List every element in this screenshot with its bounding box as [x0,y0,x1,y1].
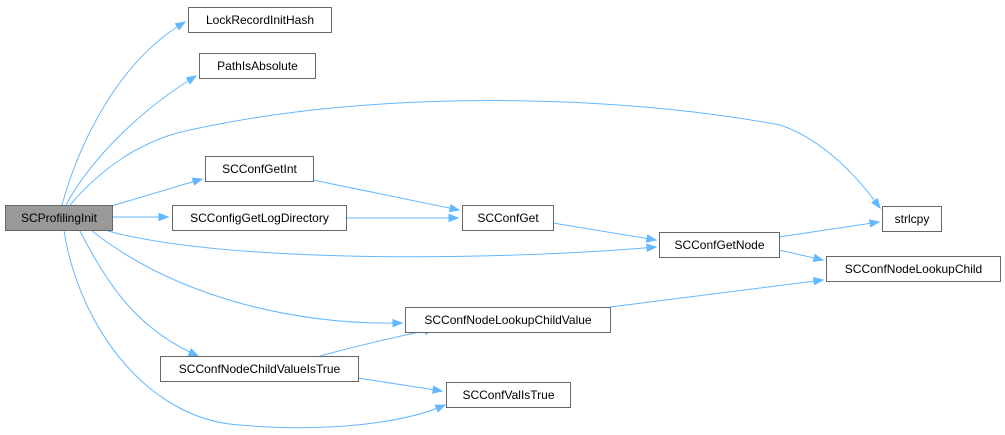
edge-root-cgi [107,178,203,208]
edge-cncvit-cnlcv [319,328,435,357]
node-label: PathIsAbsolute [217,59,298,73]
call-nodes: SCProfilingInit LockRecordInitHashPathIsA… [5,7,1001,408]
arrowhead-root-strlcpy [870,197,881,210]
node-label: LockRecordInitHash [206,13,314,27]
arrowhead-root-lrih [174,21,187,31]
node-cncvit[interactable]: SCConfNodeChildValueIsTrue [160,356,359,382]
node-cvit[interactable]: SCConfValIsTrue [446,382,571,408]
call-edges [61,21,881,429]
node-lrih[interactable]: LockRecordInitHash [188,7,332,33]
edge-cnlcv-cnlc [609,279,824,308]
arrowhead-cgn-cnlc [812,253,825,263]
node-box [405,307,611,333]
node-box [199,53,316,79]
arrowhead-root-cnlcv [392,318,404,328]
node-box [659,232,780,258]
node-cnlc[interactable]: SCConfNodeLookupChild [826,256,1001,282]
edge-root-cncvit [79,230,199,357]
node-label: SCConfigGetLogDirectory [190,211,329,225]
edge-cg-cgn [552,222,657,241]
node-label: SCConfGetInt [222,162,297,176]
edge-root-pia [65,75,197,206]
node-box [5,205,113,231]
edge-cncvit-cvit [357,377,443,392]
node-root[interactable]: SCProfilingInit [5,205,113,231]
node-box [188,7,332,33]
arrowhead-root-cgld [158,212,170,222]
arrowhead-root-cgn [646,243,658,253]
node-box [826,256,1001,282]
arrowhead-root-pia [185,75,198,85]
edge-cgi-cg [312,179,460,211]
node-cnlcv[interactable]: SCConfNodeLookupChildValue [405,307,611,333]
node-strlcpy[interactable]: strlcpy [882,206,942,232]
node-label: SCConfNodeLookupChildValue [424,313,592,327]
node-cgn[interactable]: SCConfGetNode [659,232,780,258]
node-pia[interactable]: PathIsAbsolute [199,53,316,79]
node-cgld[interactable]: SCConfigGetLogDirectory [172,205,347,231]
node-label: SCConfNodeChildValueIsTrue [179,362,341,376]
node-box [882,206,942,232]
edge-root-cvit [63,230,446,429]
node-label: SCConfGet [477,211,539,225]
node-cgi[interactable]: SCConfGetInt [205,156,314,182]
arrowhead-cgn-strlcpy [868,219,881,228]
node-label: SCConfGetNode [674,238,764,252]
edge-root-lrih [61,21,186,206]
edge-root-strlcpy [69,100,881,209]
node-box [446,382,571,408]
arrowhead-cgi-cg [448,203,461,213]
edge-root-cnlcv [91,230,403,324]
node-label: strlcpy [895,212,930,226]
node-box [172,205,347,231]
edge-root-cgn [107,230,657,258]
node-label: SCConfValIsTrue [462,388,554,402]
edge-cgn-strlcpy [778,221,880,238]
node-box [462,205,554,231]
node-cg[interactable]: SCConfGet [462,205,554,231]
arrowhead-cnlcv-cnlc [813,276,825,286]
arrowhead-cgld-cg [448,213,460,223]
node-box [205,156,314,182]
node-label: SCProfilingInit [21,211,98,225]
arrowhead-root-cncvit [187,348,200,357]
arrowhead-root-cvit [434,404,447,413]
arrowhead-root-cgi [191,177,204,186]
arrowhead-cncvit-cvit [431,385,444,394]
node-label: SCConfNodeLookupChild [845,262,982,276]
arrowhead-cg-cgn [645,234,658,243]
node-box [160,356,359,382]
